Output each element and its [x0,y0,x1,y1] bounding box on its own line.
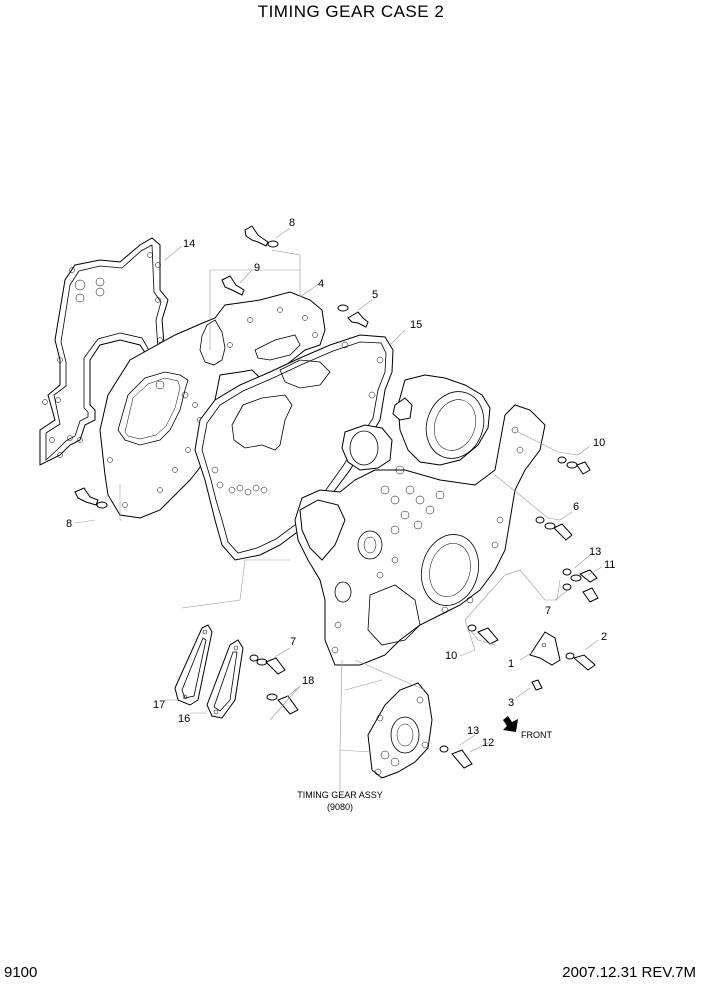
bolt-10-lower [467,624,499,645]
bolt-6 [535,516,573,541]
cover-17 [174,624,213,706]
callout-10-lower: 10 [445,650,457,662]
callout-12: 12 [482,737,494,749]
callout-10-right: 10 [593,437,605,449]
bolt-7-mid [249,654,286,675]
callout-3: 3 [508,697,514,709]
callout-17: 17 [153,699,165,711]
revision-date: 2007.12.31 REV.7M [562,964,696,981]
callout-2: 2 [601,631,607,643]
callout-7-mid: 7 [290,636,296,648]
callout-18: 18 [302,675,314,687]
callout-11: 11 [604,559,615,571]
timing-gear-case [294,374,546,666]
bolt-8-left [74,487,108,509]
callouts: 14 8 9 4 5 15 8 10 6 13 11 7 2 10 1 3 7 … [66,217,615,812]
callout-5: 5 [372,289,378,301]
callout-15: 15 [410,319,422,331]
bolt-5 [337,304,369,328]
callout-9: 9 [254,262,260,274]
page-title: TIMING GEAR CASE 2 [257,2,445,21]
gasket-16 [206,639,244,719]
callout-14: 14 [183,238,195,250]
front-arrow-icon [503,716,518,732]
callout-13-right: 13 [589,546,601,558]
assembly-name: TIMING GEAR ASSY [297,790,383,800]
bolt-9 [221,275,245,296]
bolt-18 [266,693,299,715]
bolt-8-top [244,225,279,248]
front-label: FRONT [521,730,552,740]
bolt-10-right [557,456,591,475]
callout-7-right: 7 [545,605,551,617]
callout-1: 1 [508,658,514,670]
callout-8-top: 8 [289,217,295,229]
leader-lines [74,227,603,790]
callout-16: 16 [178,713,190,725]
bolts [74,225,599,769]
bolt-2 [565,652,596,671]
callout-13-lower: 13 [467,725,479,737]
gasket-14 [39,237,169,466]
callout-4: 4 [318,278,324,290]
pin-3 [531,679,543,691]
page-number: 9100 [4,964,38,981]
pointer-1 [529,631,561,666]
callout-8-left: 8 [66,518,72,530]
assembly-code: (9080) [327,802,353,812]
bolt-12 [439,745,473,769]
front-cover [367,682,433,779]
callout-6: 6 [573,501,579,513]
bolt-cluster-11 [562,568,599,603]
